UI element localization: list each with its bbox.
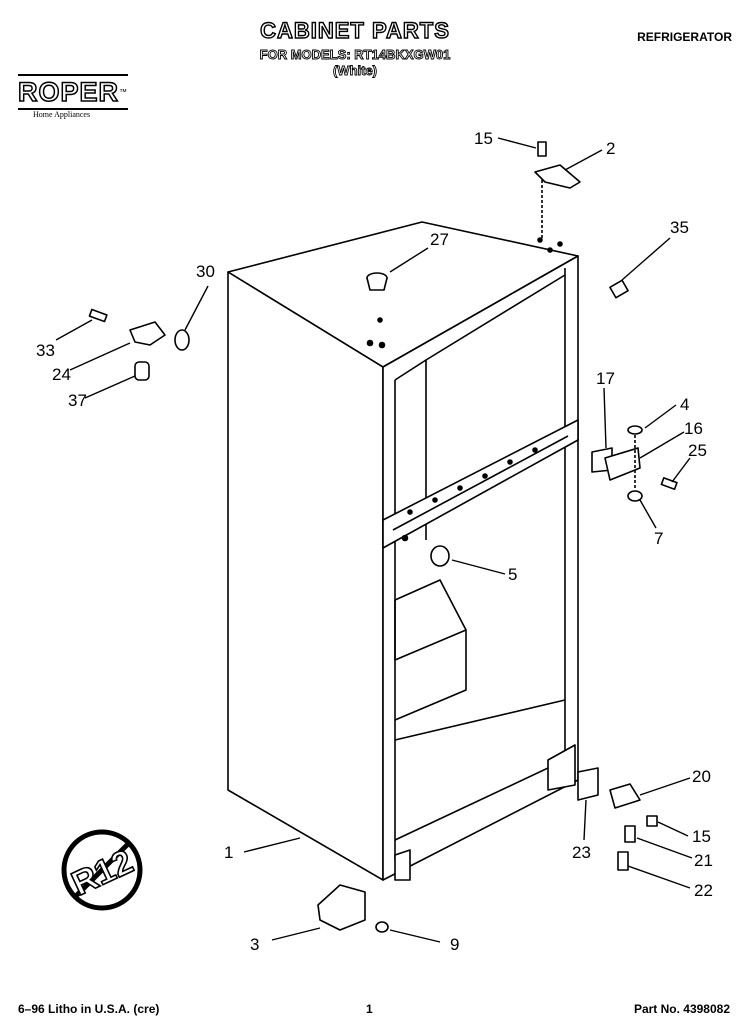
callout-5: 5 <box>508 565 517 584</box>
shelf-button-part <box>430 545 450 567</box>
callout-23: 23 <box>572 843 591 862</box>
callout-9: 9 <box>450 935 459 954</box>
bottom-hinge-assembly <box>577 767 658 871</box>
product-category: REFRIGERATOR <box>637 30 732 44</box>
model-variant: (White) <box>332 63 378 79</box>
callout-27: 27 <box>430 230 449 249</box>
callout-17: 17 <box>596 369 615 388</box>
r12-refrigerant-badge: R12 <box>61 829 143 911</box>
print-info: 6–96 Litho in U.S.A. (cre) <box>18 1002 160 1016</box>
callout-16: 16 <box>684 419 703 438</box>
door-stop-assembly <box>317 884 389 933</box>
callout-1: 1 <box>224 843 233 862</box>
callout-leaders <box>55 137 693 943</box>
callout-20: 20 <box>692 767 711 786</box>
brand-logo: ROPER™ Home Appliances <box>17 74 128 119</box>
left-hinge-assembly <box>88 308 190 381</box>
page-number: 1 <box>366 1002 373 1016</box>
page-title: CABINET PARTS <box>259 17 450 43</box>
cabinet-body <box>227 221 579 881</box>
brand-trademark: ™ <box>119 87 128 97</box>
callout-2: 2 <box>606 139 615 158</box>
callout-22: 22 <box>694 881 713 900</box>
brand-tagline: Home Appliances <box>33 110 91 119</box>
callout-7: 7 <box>654 529 663 548</box>
callout-3: 3 <box>250 935 259 954</box>
brand-name: ROPER <box>17 76 120 108</box>
callout-25: 25 <box>688 441 707 460</box>
callout-21: 21 <box>694 851 713 870</box>
center-hinge-assembly <box>591 425 678 502</box>
hinge-cap-part <box>609 279 629 299</box>
top-plug-part <box>366 272 388 291</box>
callout-15-top: 15 <box>474 129 493 148</box>
callout-35: 35 <box>670 218 689 237</box>
callout-4: 4 <box>680 395 689 414</box>
top-hinge-part <box>534 141 581 238</box>
model-subtitle: FOR MODELS: RT14BKXGW01 <box>259 47 451 63</box>
callout-37: 37 <box>68 391 87 410</box>
part-number: Part No. 4398082 <box>633 1002 730 1016</box>
callout-33: 33 <box>36 341 55 360</box>
callout-15-bottom: 15 <box>692 827 711 846</box>
callout-24: 24 <box>52 365 71 384</box>
callout-30: 30 <box>196 262 215 281</box>
